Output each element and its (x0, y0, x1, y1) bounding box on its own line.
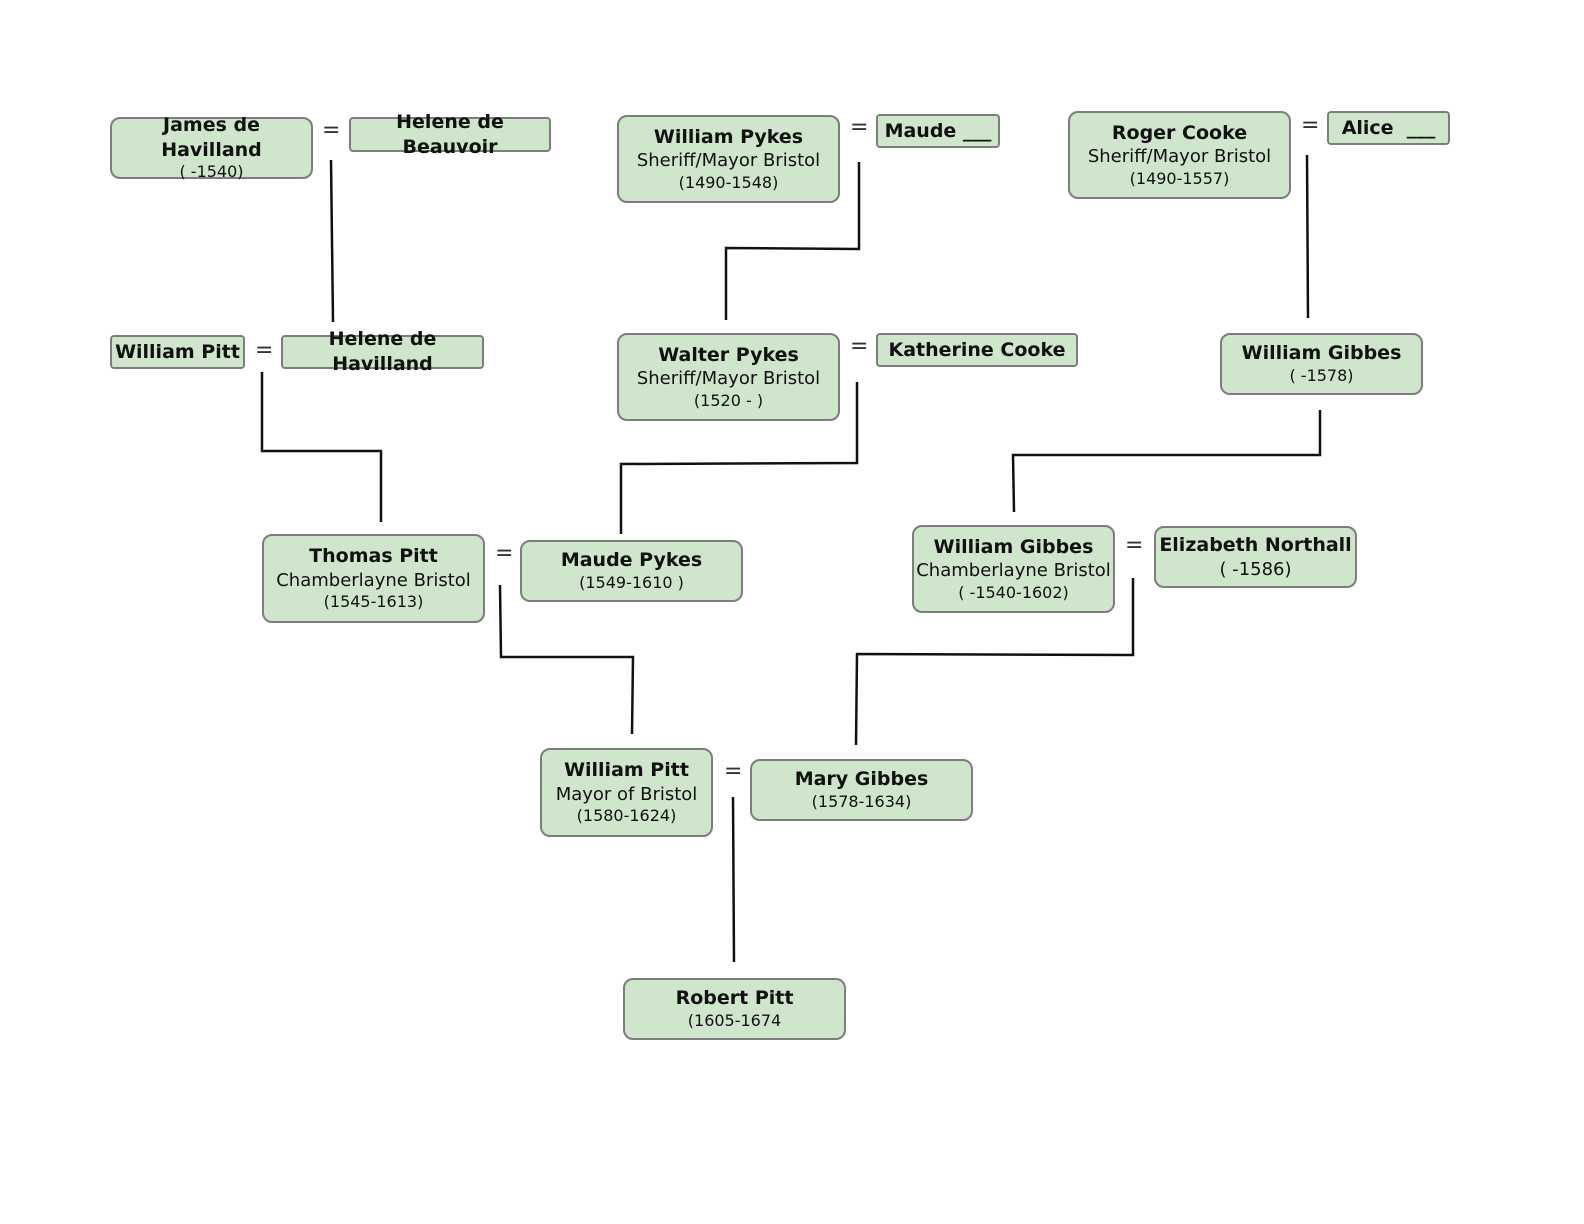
person-name: William Pitt (564, 759, 689, 782)
person-elizabeth-northall: Elizabeth Northall ( -1586) (1154, 526, 1357, 588)
person-walter-pykes: Walter Pykes Sheriff/Mayor Bristol (1520… (617, 333, 840, 421)
person-dates: ( -1540-1602) (958, 582, 1069, 602)
person-william-pykes: William Pykes Sheriff/Mayor Bristol (149… (617, 115, 840, 203)
marriage-symbol: = (322, 118, 341, 143)
line-havilland-to-helene (329, 159, 335, 323)
person-william-gibbes-younger: William Gibbes Chamberlayne Bristol ( -1… (912, 525, 1115, 613)
person-name: Katherine Cooke (888, 338, 1066, 361)
person-role: Sheriff/Mayor Bristol (1087, 146, 1272, 168)
person-dates: ( -1540) (179, 162, 244, 182)
line-cooke-to-gibbes (1305, 154, 1310, 319)
line-thomas-to-william (498, 584, 635, 735)
person-dates: (1520 - ) (693, 390, 764, 410)
person-name: Walter Pykes (658, 343, 799, 366)
person-name: Robert Pitt (675, 987, 794, 1010)
person-dates: (1545-1613) (323, 592, 424, 612)
person-dates: ( -1578) (1289, 365, 1354, 385)
person-name: Helene de Havilland (328, 328, 437, 375)
marriage-symbol: = (1301, 113, 1320, 138)
person-james-de-havilland: James de Havilland ( -1540) (110, 114, 313, 181)
person-roger-cooke: Roger Cooke Sheriff/Mayor Bristol (1490-… (1068, 111, 1291, 199)
person-name: Mary Gibbes (794, 768, 929, 791)
marriage-symbol: = (850, 334, 869, 359)
line-pykes-to-walter (724, 162, 861, 320)
person-dates: (1605-1674 (687, 1010, 782, 1030)
line-william-to-robert (731, 796, 736, 963)
person-dates: (1549-1610 ) (579, 572, 684, 592)
person-robert-pitt: Robert Pitt (1605-1674 (623, 978, 846, 1040)
marriage-symbol: = (1125, 533, 1144, 558)
person-role: Mayor of Bristol (555, 783, 698, 805)
person-dates: (1580-1624) (576, 806, 677, 826)
person-name: Elizabeth Northall (1159, 533, 1352, 556)
person-helene-de-beauvoir: Helene de Beauvoir (349, 111, 551, 158)
person-name: William Gibbes (933, 535, 1094, 558)
person-name: Roger Cooke (1111, 121, 1248, 144)
marriage-symbol: = (850, 115, 869, 140)
person-alice: Alice ___ (1327, 111, 1450, 145)
person-maude: Maude ___ (876, 114, 1000, 148)
person-dates: (1490-1548) (678, 172, 779, 192)
person-name: Maude ___ (884, 119, 992, 142)
person-dates: (1490-1557) (1129, 168, 1230, 188)
person-helene-de-havilland: Helene de Havilland (281, 328, 484, 375)
person-name: William Pykes (653, 125, 804, 148)
marriage-symbol: = (724, 759, 743, 784)
person-william-gibbes-elder: William Gibbes ( -1578) (1220, 333, 1423, 395)
person-william-pitt-mayor: William Pitt Mayor of Bristol (1580-1624… (540, 748, 713, 837)
line-pitt-to-thomas (260, 372, 383, 522)
marriage-symbol: = (255, 338, 274, 363)
person-mary-gibbes: Mary Gibbes (1578-1634) (750, 759, 973, 821)
person-dates: (1578-1634) (811, 791, 912, 811)
marriage-symbol: = (495, 541, 514, 566)
person-role: Chamberlayne Bristol (276, 569, 471, 591)
person-name: James de Havilland (161, 113, 262, 161)
person-role: Chamberlayne Bristol (916, 560, 1111, 582)
person-thomas-pitt: Thomas Pitt Chamberlayne Bristol (1545-1… (262, 534, 485, 623)
person-name: Alice ___ (1341, 116, 1436, 139)
line-gibbes-to-mary (854, 578, 1135, 746)
person-name: Helene de Beauvoir (396, 110, 504, 158)
person-name: William Gibbes (1241, 342, 1402, 365)
person-william-pitt-elder: William Pitt (110, 335, 245, 369)
person-role: Sheriff/Mayor Bristol (636, 150, 821, 172)
person-name: William Pitt (115, 340, 240, 363)
line-walter-to-maude (619, 382, 859, 534)
person-dates: ( -1586) (1219, 558, 1292, 580)
person-name: Maude Pykes (560, 549, 703, 572)
person-role: Sheriff/Mayor Bristol (636, 368, 821, 390)
line-gibbes-to-gibbes (1011, 410, 1322, 513)
person-name: Thomas Pitt (309, 545, 438, 568)
person-katherine-cooke: Katherine Cooke (876, 333, 1078, 367)
person-maude-pykes: Maude Pykes (1549-1610 ) (520, 540, 743, 602)
